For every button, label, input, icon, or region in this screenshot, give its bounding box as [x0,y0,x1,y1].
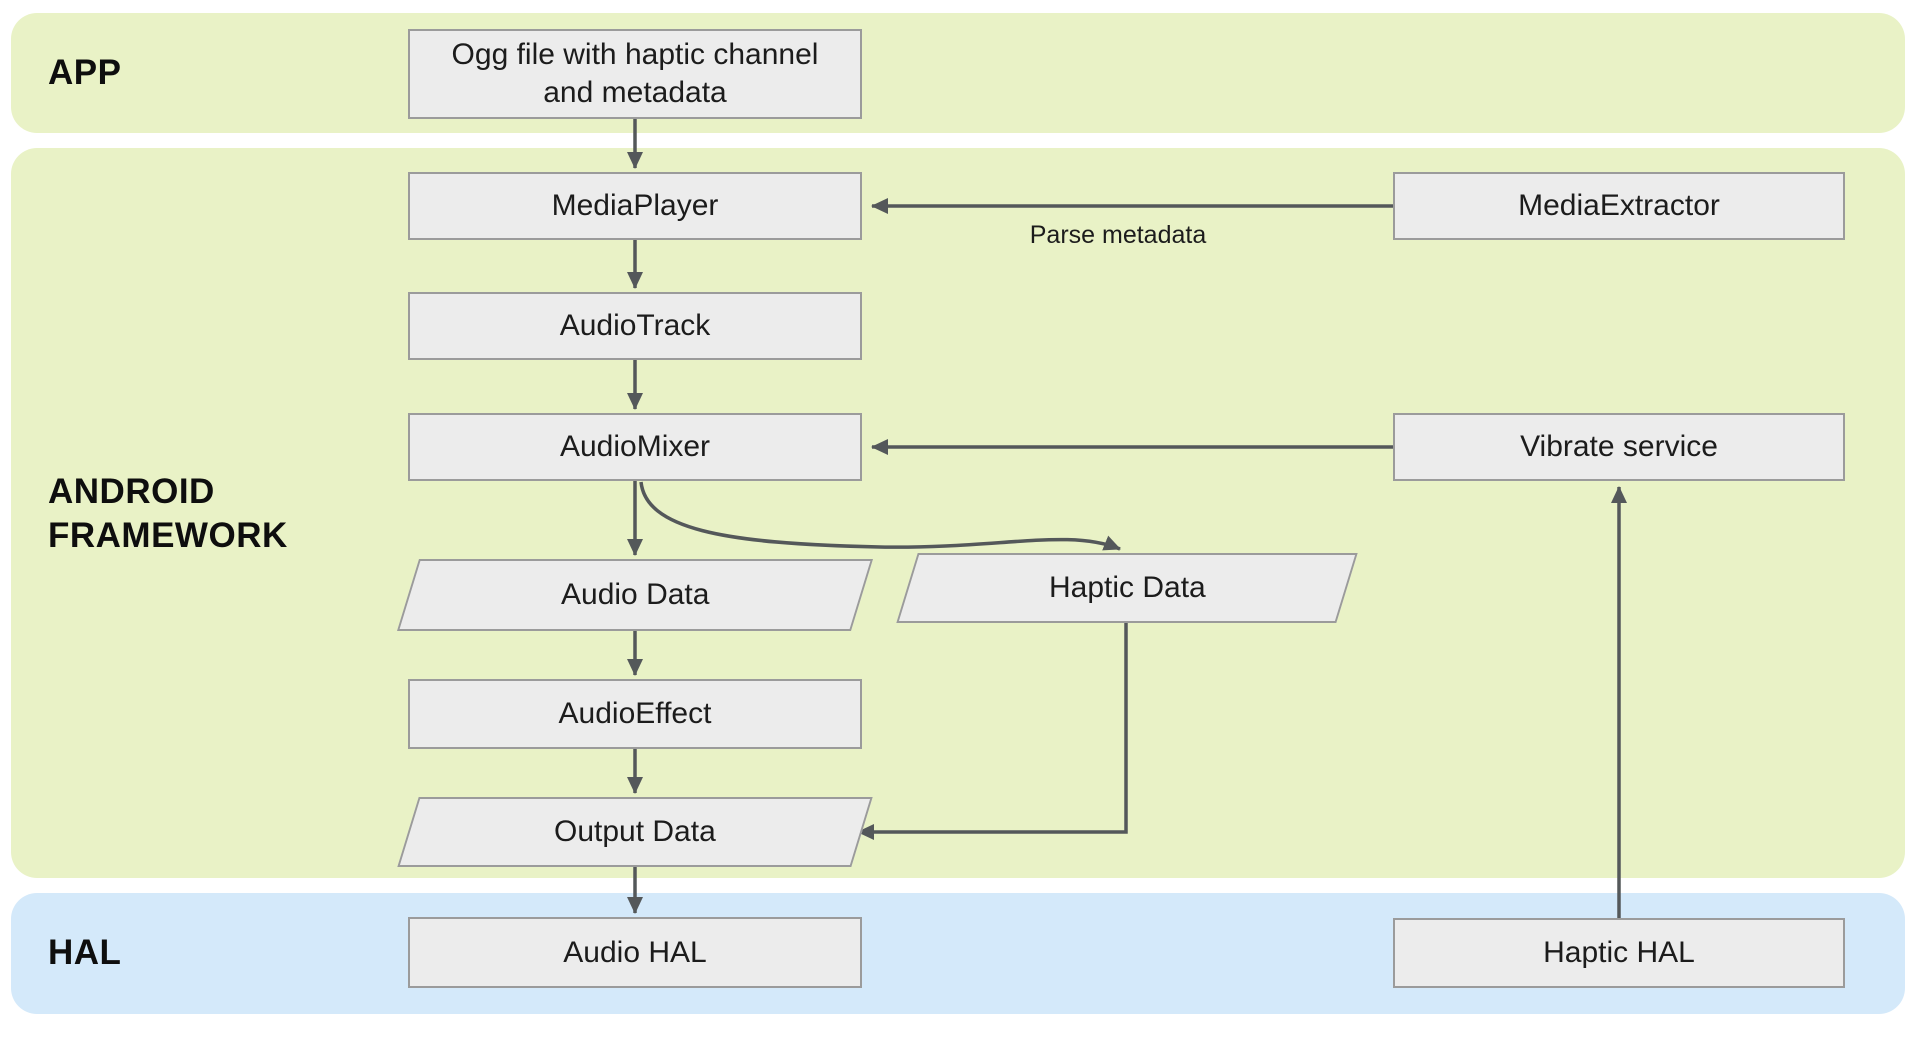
node-media-player-label: MediaPlayer [551,189,719,222]
node-vibrate-service-label: Vibrate service [1520,430,1718,463]
node-vibrate-service: Vibrate service [1393,413,1845,481]
node-output-data-label: Output Data [554,815,716,848]
node-audio-mixer: AudioMixer [408,413,862,481]
node-media-player: MediaPlayer [408,172,862,240]
node-audio-effect-label: AudioEffect [558,697,712,730]
node-audio-track-label: AudioTrack [559,309,711,342]
node-haptic-hal: Haptic HAL [1393,918,1845,988]
band-hal-label: HAL [48,933,122,972]
node-audio-hal: Audio HAL [408,917,862,988]
node-ogg-file: Ogg file with haptic channel and metadat… [408,29,862,119]
node-audio-track: AudioTrack [408,292,862,360]
node-audio-mixer-label: AudioMixer [559,430,711,463]
node-audio-data-label: Audio Data [560,578,710,611]
node-audio-effect: AudioEffect [408,679,862,749]
node-haptic-hal-label: Haptic HAL [1543,936,1695,969]
node-haptic-data-label: Haptic Data [1048,571,1206,604]
node-output-data: Output Data [397,797,873,867]
band-android-framework-label: ANDROID FRAMEWORK [48,472,288,555]
node-audio-data: Audio Data [396,559,874,631]
band-app-label: APP [48,53,122,92]
node-media-extractor-label: MediaExtractor [1518,189,1720,222]
node-media-extractor: MediaExtractor [1393,172,1845,240]
node-ogg-file-label: Ogg file with haptic channel and metadat… [451,38,819,109]
node-haptic-data: Haptic Data [896,553,1358,623]
edge-label-parse-metadata: Parse metadata [1029,221,1207,249]
band-app [11,13,1905,133]
node-audio-hal-label: Audio HAL [563,935,707,969]
